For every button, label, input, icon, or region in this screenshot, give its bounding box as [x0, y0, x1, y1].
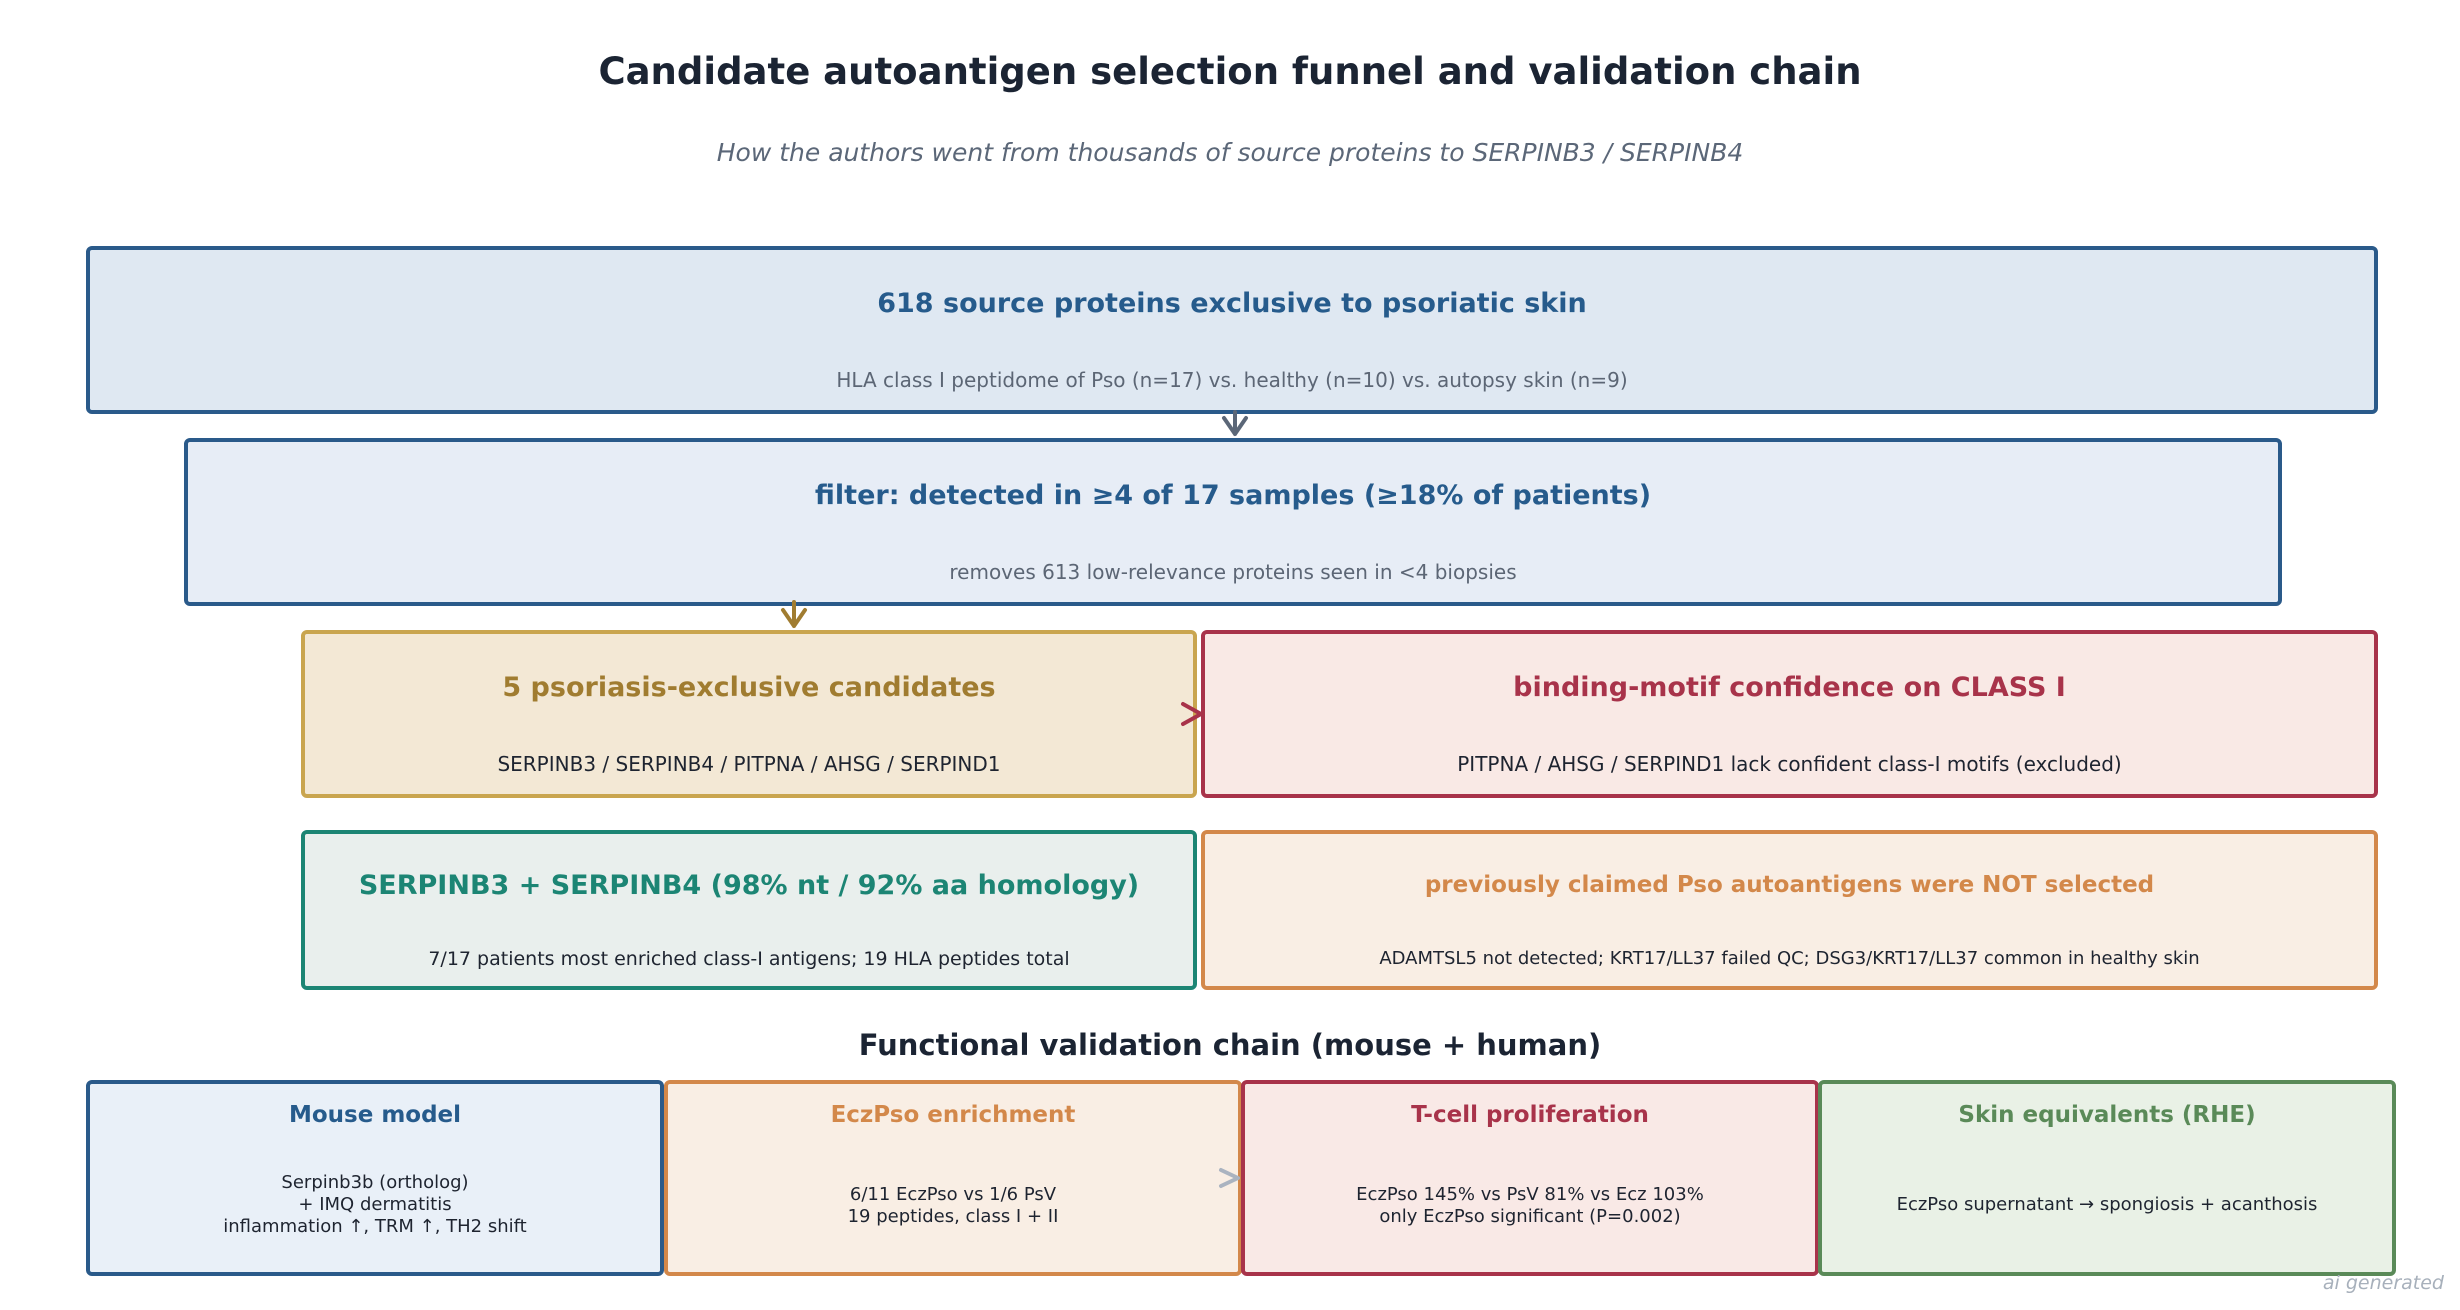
validation-step-heading: T-cell proliferation — [1411, 1102, 1649, 1128]
validation-step-mouse-model: Mouse model Serpinb3b (ortholog) + IMQ d… — [86, 1080, 664, 1276]
detail-line: only EczPso significant (P=0.002) — [1379, 1206, 1681, 1227]
detail-line: + IMQ dermatitis — [298, 1194, 452, 1215]
filter-detail: removes 613 low-relevance proteins seen … — [949, 560, 1517, 584]
validation-step-detail: EczPso 145% vs PsV 81% vs Ecz 103% only … — [1245, 1184, 1815, 1228]
selected-antigens-heading: SERPINB3 + SERPINB4 (98% nt / 92% aa hom… — [358, 870, 1140, 901]
detail-line: Serpinb3b (ortholog) — [281, 1172, 469, 1193]
motif-confidence-heading: binding-motif confidence on CLASS I — [1513, 672, 2066, 703]
source-proteins-detail: HLA class I peptidome of Pso (n=17) vs. … — [836, 368, 1628, 392]
arrow-down-source-to-filter-icon — [1222, 410, 1248, 436]
candidates-detail: SERPINB3 / SERPINB4 / PITPNA / AHSG / SE… — [497, 752, 1001, 776]
validation-step-detail: EczPso supernatant → spongiosis + acanth… — [1822, 1194, 2392, 1216]
validation-step-heading: Skin equivalents (RHE) — [1958, 1102, 2256, 1128]
page-subtitle: How the authors went from thousands of s… — [716, 138, 1744, 167]
validation-step-detail: 6/11 EczPso vs 1/6 PsV 19 peptides, clas… — [668, 1184, 1238, 1228]
not-selected-heading: previously claimed Pso autoantigens were… — [1424, 872, 2155, 898]
detail-line: inflammation ↑, TRM ↑, TH2 shift — [223, 1216, 527, 1237]
source-proteins-box: 618 source proteins exclusive to psoriat… — [86, 246, 2378, 414]
filter-box: filter: detected in ≥4 of 17 samples (≥1… — [184, 438, 2282, 606]
selected-antigens-detail: 7/17 patients most enriched class-I anti… — [428, 948, 1070, 970]
validation-step-detail: Serpinb3b (ortholog) + IMQ dermatitis in… — [90, 1172, 660, 1238]
detail-line: EczPso 145% vs PsV 81% vs Ecz 103% — [1356, 1184, 1704, 1205]
filter-heading: filter: detected in ≥4 of 17 samples (≥1… — [814, 480, 1652, 511]
motif-confidence-detail: PITPNA / AHSG / SERPIND1 lack confident … — [1457, 752, 2122, 776]
validation-step-heading: EczPso enrichment — [830, 1102, 1076, 1128]
detail-line: 6/11 EczPso vs 1/6 PsV — [849, 1184, 1057, 1205]
validation-step-t-cell-proliferation: T-cell proliferation EczPso 145% vs PsV … — [1241, 1080, 1819, 1276]
validation-step-eczpso-enrichment: EczPso enrichment 6/11 EczPso vs 1/6 PsV… — [664, 1080, 1242, 1276]
detail-line: 19 peptides, class I + II — [847, 1206, 1059, 1227]
candidates-box: 5 psoriasis-exclusive candidates SERPINB… — [301, 630, 1197, 798]
not-selected-box: previously claimed Pso autoantigens were… — [1201, 830, 2378, 990]
selected-antigens-box: SERPINB3 + SERPINB4 (98% nt / 92% aa hom… — [301, 830, 1197, 990]
motif-confidence-box: binding-motif confidence on CLASS I PITP… — [1201, 630, 2378, 798]
page-title: Candidate autoantigen selection funnel a… — [598, 50, 1862, 93]
not-selected-detail: ADAMTSL5 not detected; KRT17/LL37 failed… — [1379, 948, 2200, 969]
source-proteins-heading: 618 source proteins exclusive to psoriat… — [877, 288, 1587, 319]
validation-step-skin-equivalents: Skin equivalents (RHE) EczPso supernatan… — [1818, 1080, 2396, 1276]
validation-step-heading: Mouse model — [288, 1102, 462, 1128]
detail-line: EczPso supernatant → spongiosis + acanth… — [1896, 1194, 2318, 1215]
validation-chain-title: Functional validation chain (mouse + hum… — [858, 1028, 1602, 1062]
candidates-heading: 5 psoriasis-exclusive candidates — [502, 672, 996, 703]
watermark: ai generated — [2322, 1272, 2444, 1294]
